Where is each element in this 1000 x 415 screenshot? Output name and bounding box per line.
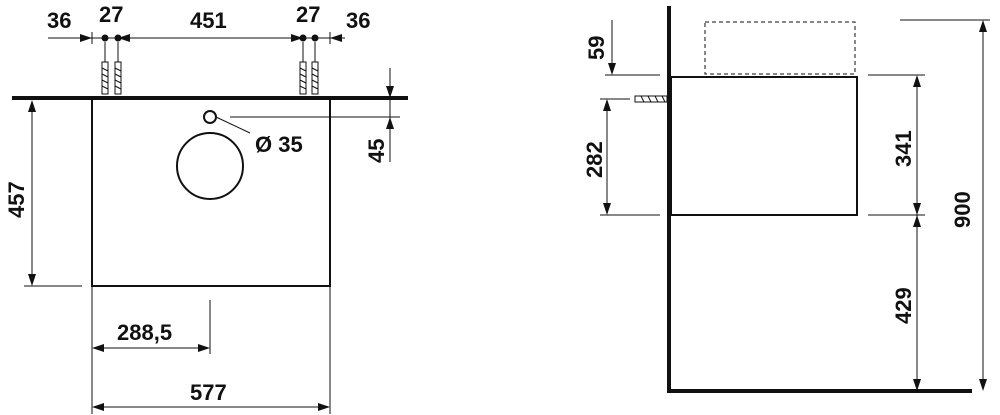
dim-height-457: 457: [4, 181, 29, 218]
dim-right-27: 27: [296, 2, 320, 27]
anchor-dot: [101, 34, 109, 42]
dimension-282: [600, 98, 660, 216]
side-cabinet-outline: [670, 76, 858, 216]
side-view: 59 282 341 429 900: [582, 6, 990, 393]
wall-anchor-left-2: [114, 42, 122, 95]
dim-half-width: 288,5: [117, 320, 172, 345]
front-view: 36 27 451 27 36 457 45 Ø 35: [4, 2, 408, 414]
basin-circle: [176, 132, 244, 200]
dim-center-451: 451: [190, 8, 227, 33]
side-wall-anchor: [634, 95, 668, 103]
dim-hole-diameter: Ø 35: [255, 132, 303, 157]
dim-900: 900: [950, 191, 975, 228]
tap-hole-circle: [203, 110, 217, 124]
dim-429: 429: [891, 287, 916, 324]
dim-282: 282: [582, 141, 607, 178]
height-dimension-457: [24, 100, 82, 287]
dim-341: 341: [891, 130, 916, 167]
bottom-dimensions: [91, 286, 331, 414]
dimension-341-429: [868, 74, 925, 391]
hole-offset-dimension-45: [230, 68, 400, 162]
dim-width-577: 577: [190, 380, 227, 405]
anchor-dot: [311, 34, 319, 42]
tap-hole-leader: [215, 116, 251, 134]
wall-and-floor: [667, 6, 972, 393]
dim-left-27: 27: [99, 2, 123, 27]
wall-anchor-right-1: [299, 42, 307, 95]
dim-left-36: 36: [47, 8, 71, 33]
wall-anchor-left-1: [101, 42, 109, 95]
dimension-900: [900, 19, 990, 391]
wall-anchor-right-2: [311, 42, 319, 95]
dim-hole-offset-45: 45: [364, 139, 389, 163]
countertop-dashed: [704, 21, 856, 75]
dim-59: 59: [584, 36, 609, 60]
top-dimension-chain: [48, 32, 345, 44]
dim-right-36: 36: [346, 8, 370, 33]
cabinet-outline: [91, 97, 331, 287]
dimension-59: [605, 20, 660, 76]
